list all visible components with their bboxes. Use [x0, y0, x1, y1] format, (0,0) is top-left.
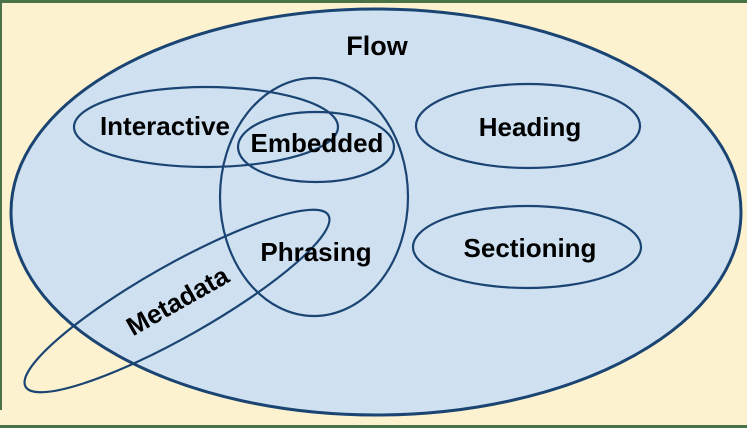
heading-label: Heading	[479, 112, 582, 142]
phrasing-ellipse	[218, 76, 410, 318]
flow-ellipse	[9, 7, 743, 417]
heading-ellipse	[414, 82, 642, 170]
frame-border-top	[0, 0, 747, 3]
flow-label: Flow	[346, 31, 408, 61]
frame-border-bottom	[0, 425, 747, 428]
sectioning-ellipse	[411, 204, 643, 290]
sectioning-label: Sectioning	[464, 233, 597, 263]
embedded-ellipse	[236, 110, 396, 184]
phrasing-label: Phrasing	[260, 237, 371, 267]
metadata-ellipse	[23, 208, 331, 394]
frame-border-left	[0, 0, 2, 410]
interactive-ellipse	[72, 85, 340, 169]
interactive-label: Interactive	[100, 111, 230, 141]
embedded-label: Embedded	[251, 128, 384, 158]
